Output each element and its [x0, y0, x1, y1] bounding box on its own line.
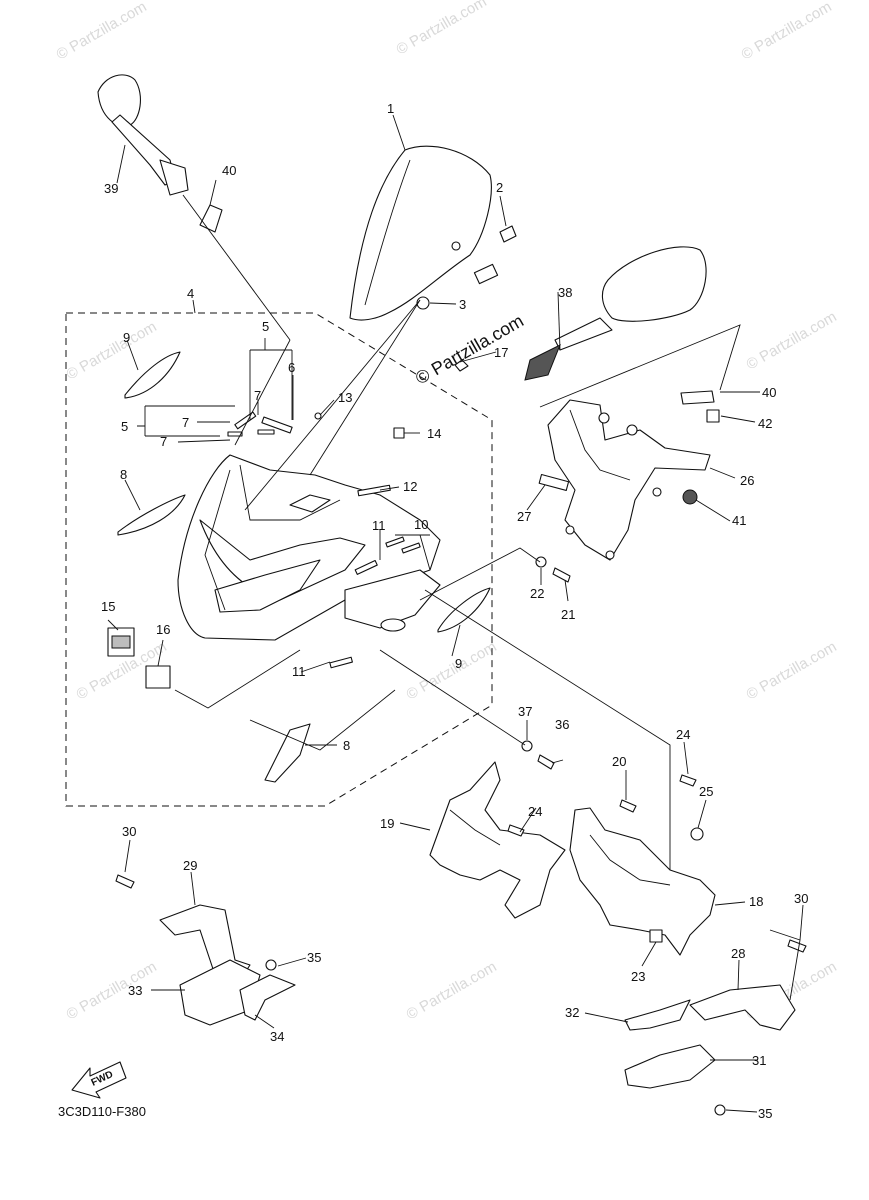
callout-30-left: 30 [122, 824, 136, 839]
bracket-40 [680, 390, 715, 405]
callout-5-top: 5 [262, 319, 269, 334]
cowling-stay [538, 399, 711, 561]
windshield [349, 145, 499, 321]
callout-2: 2 [496, 180, 503, 195]
right-mirror [524, 246, 707, 381]
callout-5-left: 5 [121, 419, 128, 434]
decal-9-left [124, 351, 181, 399]
watermark: © Partzilla.com [404, 638, 500, 703]
center-watermark: © Partzilla.com [412, 310, 527, 388]
front-cowling [177, 454, 441, 641]
callout-25: 25 [699, 784, 713, 799]
callout-35-right: 35 [758, 1106, 772, 1121]
callout-11-top: 11 [372, 518, 386, 533]
connector-15-inner [111, 635, 131, 649]
callout-11-low: 11 [292, 664, 306, 679]
callout-28: 28 [731, 946, 745, 961]
callout-8-low: 8 [343, 738, 350, 753]
callout-32: 32 [565, 1005, 579, 1020]
callout-19: 19 [380, 816, 394, 831]
side-cover-19 [429, 761, 566, 919]
fasteners [115, 225, 807, 1116]
callout-8-left: 8 [120, 467, 127, 482]
watermark: © Partzilla.com [54, 0, 150, 63]
lower-bracket-right [624, 984, 796, 1089]
leader-lines [107, 114, 804, 1113]
assembly-outline [65, 312, 493, 807]
callout-9-left: 9 [123, 330, 130, 345]
callout-9-right: 9 [455, 656, 462, 671]
callout-36: 36 [555, 717, 569, 732]
callout-31: 31 [752, 1053, 766, 1068]
callout-17: 17 [494, 345, 508, 360]
watermark: © Partzilla.com [394, 0, 490, 58]
callout-27: 27 [517, 509, 531, 524]
callout-21: 21 [561, 607, 575, 622]
watermark: © Partzilla.com [739, 0, 835, 63]
callout-15: 15 [101, 599, 115, 614]
callout-14: 14 [427, 426, 441, 441]
callout-39: 39 [104, 181, 118, 196]
decal-8-left [117, 494, 186, 536]
watermark: © Partzilla.com [64, 958, 160, 1023]
callout-6: 6 [288, 360, 295, 375]
collar-42 [706, 409, 720, 423]
watermark: © Partzilla.com [744, 638, 840, 703]
callout-30-right: 30 [794, 891, 808, 906]
callout-26: 26 [740, 473, 754, 488]
decal-9-right [437, 587, 491, 633]
callout-42: 42 [758, 416, 772, 431]
nut-41 [682, 489, 698, 505]
callout-16: 16 [156, 622, 170, 637]
callout-34: 34 [270, 1029, 284, 1044]
callout-38: 38 [558, 285, 572, 300]
callout-33: 33 [128, 983, 142, 998]
reflector-16 [145, 665, 171, 689]
watermark: © Partzilla.com [744, 308, 840, 373]
callout-29: 29 [183, 858, 197, 873]
watermark: © Partzilla.com [404, 958, 500, 1023]
callout-37: 37 [518, 704, 532, 719]
callout-4: 4 [187, 286, 194, 301]
callout-7-low: 7 [160, 434, 167, 449]
callout-24-right: 24 [676, 727, 690, 742]
callout-13: 13 [338, 390, 352, 405]
bracket-40-left [199, 204, 223, 233]
callout-23: 23 [631, 969, 645, 984]
callout-20: 20 [612, 754, 626, 769]
callout-22: 22 [530, 586, 544, 601]
callout-10: 10 [414, 517, 428, 532]
left-mirror [97, 74, 189, 196]
callout-18: 18 [749, 894, 763, 909]
lower-bracket-left [159, 904, 296, 1026]
callouts: 1 2 3 4 5 5 6 7 7 7 8 8 9 9 10 11 11 12 … [101, 101, 808, 1121]
callout-7-mid: 7 [182, 415, 189, 430]
diagram-code: 3C3D110-F380 [58, 1104, 146, 1119]
callout-12: 12 [403, 479, 417, 494]
fwd-arrow-icon: FWD [71, 1061, 127, 1099]
callout-1: 1 [387, 101, 394, 116]
callout-3: 3 [459, 297, 466, 312]
callout-35-left: 35 [307, 950, 321, 965]
callout-40-left: 40 [222, 163, 236, 178]
decal-8-lower [264, 723, 311, 783]
callout-40-right: 40 [762, 385, 776, 400]
callout-24-left: 24 [528, 804, 542, 819]
callout-41: 41 [732, 513, 746, 528]
callout-7-top: 7 [254, 388, 261, 403]
side-cover-18 [569, 807, 716, 956]
